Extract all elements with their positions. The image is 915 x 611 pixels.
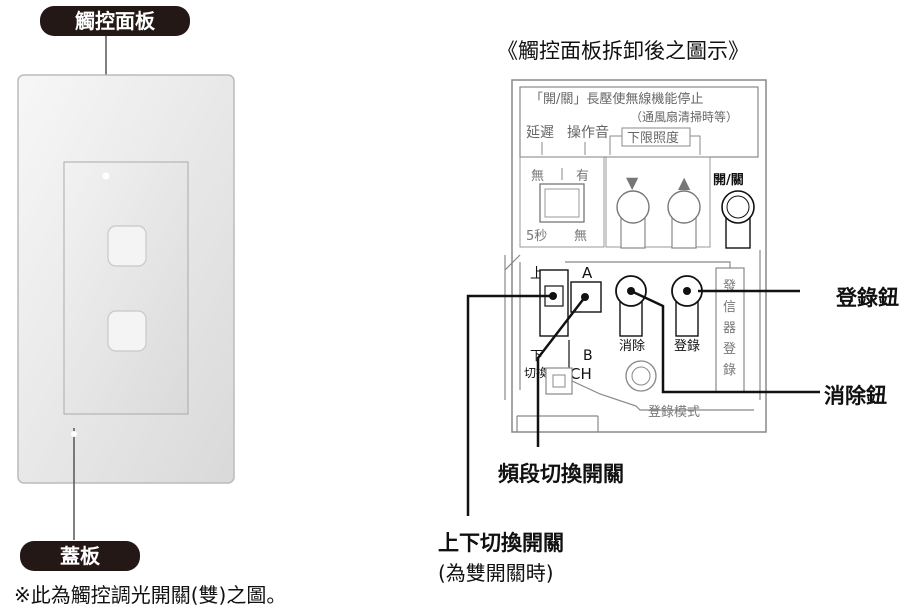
- delay-slide-switch: [539, 183, 585, 223]
- delay-none: 無: [531, 169, 544, 184]
- updown-switch: 切換: [524, 366, 548, 380]
- up-button: [667, 190, 701, 224]
- band-ch: CH: [570, 365, 592, 383]
- touch-panel: [63, 161, 189, 415]
- band-b: B: [583, 348, 593, 364]
- footnote: ※此為觸控調光開關(雙)之圖。: [14, 583, 287, 607]
- touch-key-lower: [107, 310, 147, 352]
- band-a: A: [582, 264, 593, 282]
- clear-button-callout: 消除鈕: [824, 384, 887, 408]
- register-mode-led: [625, 360, 657, 392]
- updown-switch-note: (為雙開關時): [438, 561, 554, 585]
- band-switch-callout: 頻段切換開關: [498, 462, 624, 486]
- lower-limit-text: 下限照度: [627, 130, 679, 146]
- clear-label: 消除: [619, 339, 645, 354]
- switch-illustration: [17, 36, 235, 540]
- register-button-callout: 登錄鈕: [836, 286, 899, 310]
- delay-text: 延遲: [526, 125, 554, 141]
- five-sec: 5秒: [526, 229, 547, 244]
- register-label: 登錄: [674, 339, 700, 354]
- register-mode: 登錄模式: [648, 405, 700, 420]
- delay-yes: 有: [576, 169, 589, 184]
- down-button: [616, 190, 650, 224]
- touch-key-upper: [107, 225, 147, 267]
- updown-down: 下: [530, 349, 543, 364]
- down-arrow: ▼: [626, 173, 639, 192]
- cover-label: 蓋板: [20, 541, 140, 571]
- on-off-label: 開/關: [713, 173, 744, 188]
- note-text: （通風扇清掃時等）: [630, 109, 738, 124]
- delay-none2: 無: [574, 229, 587, 244]
- updown-switch-callout: 上下切換開關: [438, 531, 564, 555]
- touch-panel-label: 觸控面板: [40, 6, 190, 36]
- transmitter-register: 發 信 器 登 錄: [723, 279, 740, 378]
- sound-text: 操作音: [567, 124, 609, 141]
- up-arrow: ▲: [678, 173, 691, 192]
- diagram-title: 《觸控面板拆卸後之圖示》: [497, 39, 749, 63]
- long-press-text: 「開/關」長壓使無線機能停止: [530, 91, 703, 107]
